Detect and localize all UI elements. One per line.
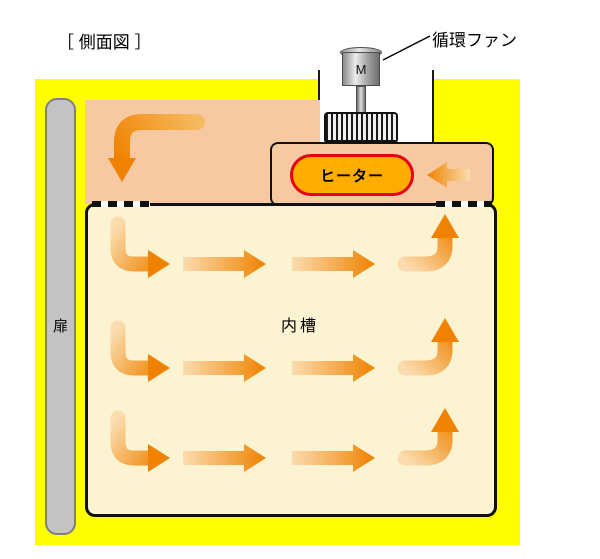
fan-shaft (356, 86, 366, 114)
circulation-fan-label: 循環ファン (432, 31, 517, 50)
fan-impeller-icon (324, 112, 398, 142)
inner-chamber (85, 203, 497, 517)
vent-dashes-right (436, 201, 492, 207)
motor-label: M (355, 61, 367, 77)
heater: ヒーター (290, 154, 414, 196)
side-view-title: ［ 側面図 ］ (57, 33, 152, 52)
inner-chamber-label: 内槽 (280, 318, 319, 335)
fan-motor: M (342, 52, 380, 86)
vent-dashes-left (92, 201, 150, 207)
fan-label-leader-line (382, 35, 431, 61)
door-label: 扉 (52, 318, 68, 335)
door (45, 98, 76, 535)
